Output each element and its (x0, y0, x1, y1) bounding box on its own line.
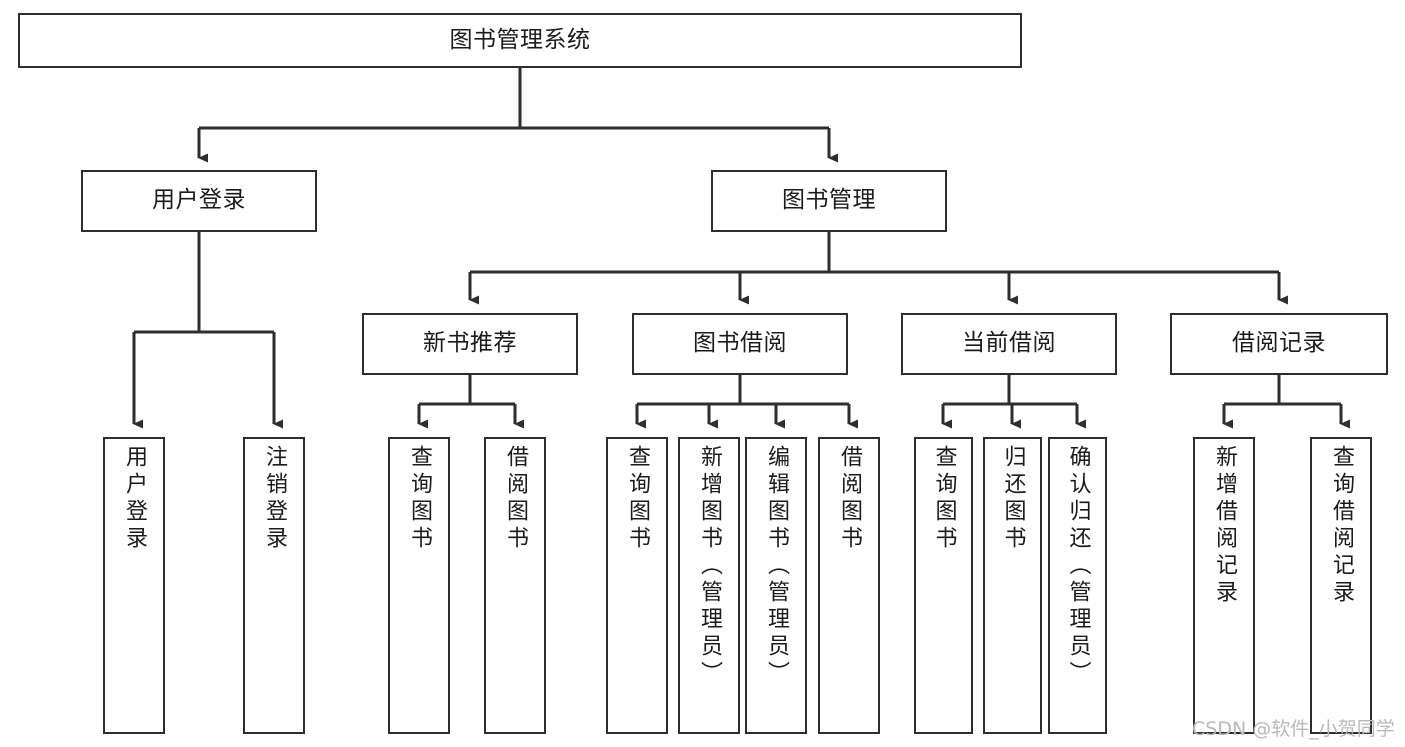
leaf-borrow-books[interactable]: 借阅图书 (818, 437, 880, 734)
leaf-logout-label: 注销登录 (262, 445, 287, 553)
node-book-management[interactable]: 图书管理 (711, 170, 947, 232)
leaf-query-books-new-label: 查询图书 (407, 445, 432, 553)
node-new-book-recommend-label: 新书推荐 (423, 330, 517, 357)
node-book-management-label: 图书管理 (782, 187, 876, 214)
leaf-query-books-borrow[interactable]: 查询图书 (606, 437, 668, 734)
leaf-add-book-admin[interactable]: 新增图书（管理员） (678, 437, 740, 734)
node-borrow-records-label: 借阅记录 (1232, 330, 1326, 357)
leaf-user-login-label: 用户登录 (122, 445, 147, 553)
leaf-query-books-current[interactable]: 查询图书 (914, 437, 973, 734)
leaf-borrow-books-new-label: 借阅图书 (503, 445, 528, 553)
node-root[interactable]: 图书管理系统 (18, 13, 1022, 68)
leaf-return-books[interactable]: 归还图书 (983, 437, 1042, 734)
leaf-query-books-new[interactable]: 查询图书 (388, 437, 450, 734)
leaf-user-login[interactable]: 用户登录 (103, 437, 165, 734)
watermark: CSDN @软件_小贺同学 (1192, 718, 1395, 740)
leaf-confirm-return-admin-label: 确认归还（管理员） (1065, 445, 1091, 688)
leaf-add-borrow-record-label: 新增借阅记录 (1212, 445, 1237, 607)
node-user-login-label: 用户登录 (152, 187, 246, 214)
node-root-label: 图书管理系统 (449, 26, 591, 53)
node-book-borrow[interactable]: 图书借阅 (632, 313, 848, 375)
leaf-borrow-books-label: 借阅图书 (837, 445, 862, 553)
leaf-query-borrow-record-label: 查询借阅记录 (1329, 445, 1354, 607)
node-book-borrow-label: 图书借阅 (693, 330, 787, 357)
node-user-login[interactable]: 用户登录 (81, 170, 317, 232)
leaf-return-books-label: 归还图书 (1000, 445, 1026, 553)
leaf-confirm-return-admin[interactable]: 确认归还（管理员） (1048, 437, 1107, 734)
node-borrow-records[interactable]: 借阅记录 (1170, 313, 1388, 375)
leaf-query-books-borrow-label: 查询图书 (625, 445, 650, 553)
leaf-edit-book-admin-label: 编辑图书（管理员） (764, 445, 789, 688)
node-current-borrow-label: 当前借阅 (962, 330, 1056, 357)
leaf-query-books-current-label: 查询图书 (931, 445, 957, 553)
leaf-query-borrow-record[interactable]: 查询借阅记录 (1310, 437, 1372, 734)
leaf-borrow-books-new[interactable]: 借阅图书 (484, 437, 546, 734)
leaf-add-borrow-record[interactable]: 新增借阅记录 (1193, 437, 1255, 734)
node-new-book-recommend[interactable]: 新书推荐 (362, 313, 578, 375)
leaf-logout[interactable]: 注销登录 (243, 437, 305, 734)
leaf-add-book-admin-label: 新增图书（管理员） (697, 445, 722, 688)
leaf-edit-book-admin[interactable]: 编辑图书（管理员） (745, 437, 807, 734)
node-current-borrow[interactable]: 当前借阅 (901, 313, 1117, 375)
